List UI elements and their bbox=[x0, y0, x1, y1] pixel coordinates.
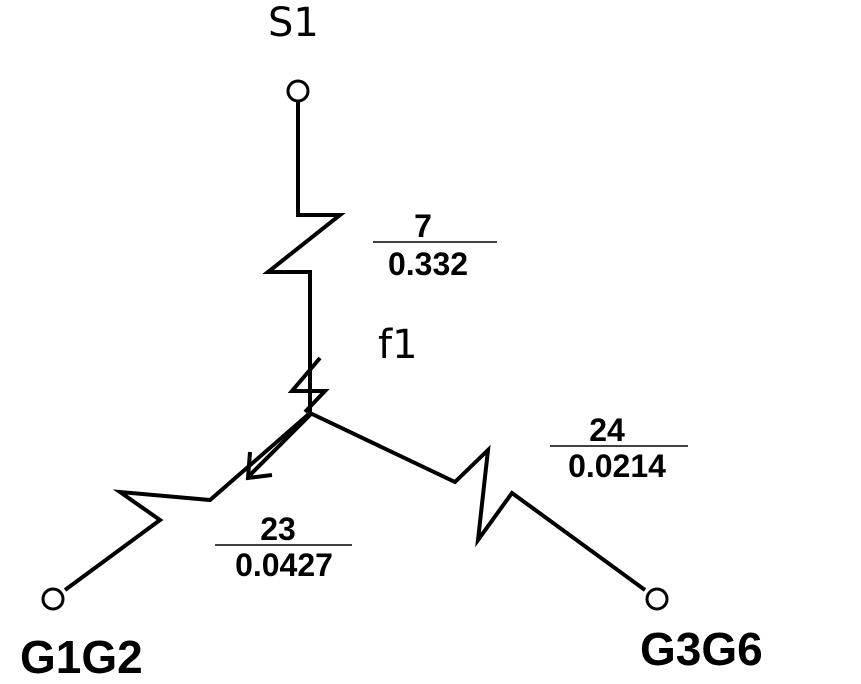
g3g6-label: G3G6 bbox=[640, 623, 763, 675]
s1-label: S1 bbox=[268, 0, 319, 46]
top-branch-number: 7 bbox=[414, 208, 432, 244]
right-branch-wire bbox=[309, 411, 647, 592]
left-branch-wire bbox=[63, 411, 312, 592]
g1g2-label: G1G2 bbox=[20, 631, 143, 683]
top-branch-wire bbox=[262, 102, 346, 413]
fault-arrow-shaft bbox=[248, 411, 314, 477]
top-branch-value: 0.332 bbox=[388, 246, 468, 282]
fault-arrow-head bbox=[245, 451, 273, 481]
left-branch-value: 0.0427 bbox=[235, 547, 333, 583]
fault-label: f1 bbox=[378, 322, 418, 368]
right-branch-value: 0.0214 bbox=[568, 448, 666, 484]
s1-terminal bbox=[286, 79, 310, 103]
left-branch-number: 23 bbox=[260, 511, 296, 547]
fault-symbol bbox=[287, 356, 330, 414]
right-branch-number: 24 bbox=[589, 412, 625, 448]
g1g2-terminal bbox=[41, 587, 65, 611]
g3g6-terminal bbox=[645, 587, 669, 611]
